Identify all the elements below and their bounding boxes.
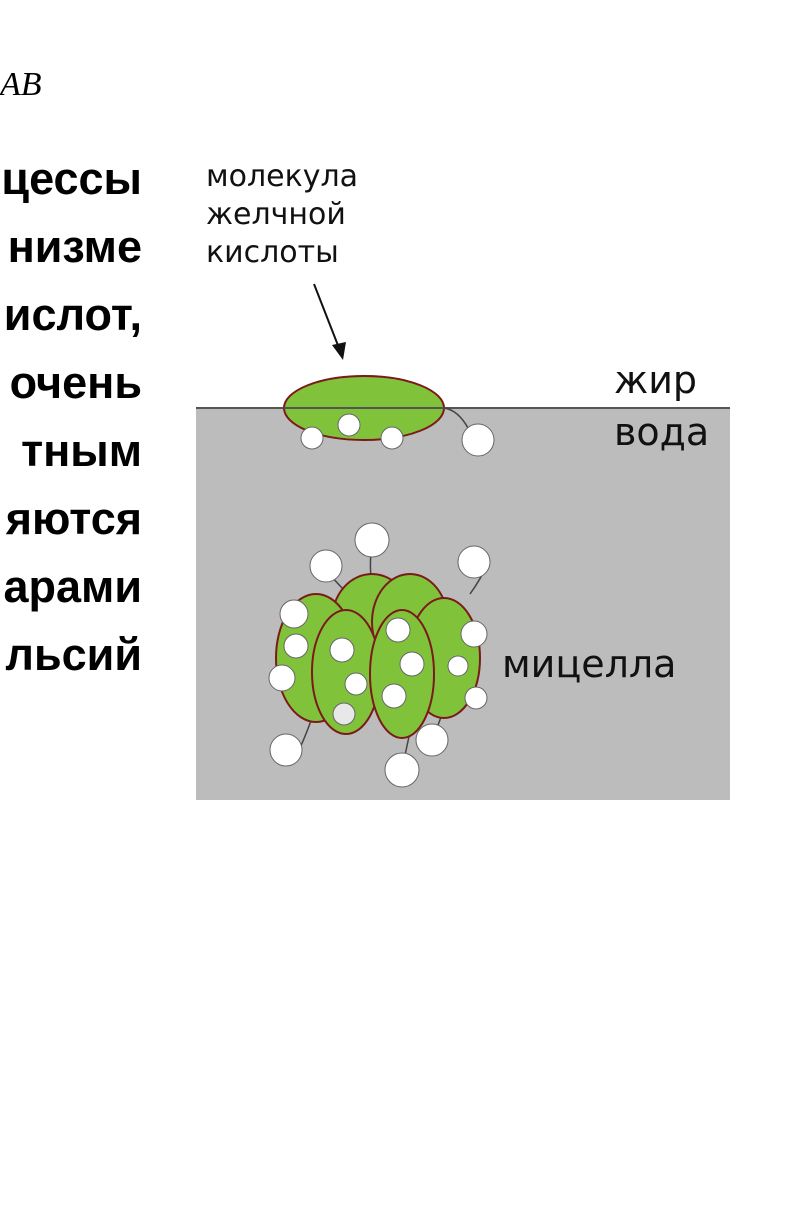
text-line: арами — [3, 561, 143, 612]
micelle-diagram-svg — [196, 152, 730, 800]
bile-acid-molecule — [283, 375, 495, 457]
label-line: кислоты — [206, 235, 339, 270]
fat-label: жир — [614, 358, 698, 402]
pointer-arrow-line — [313, 283, 340, 349]
text-line: низме — [7, 221, 142, 272]
text-line: тным — [21, 425, 142, 476]
micelle-label: мицелла — [502, 642, 677, 686]
micelle — [268, 522, 491, 788]
micelle-diagram: молекула желчной кислоты жир вода мицелл… — [196, 152, 730, 800]
text-line: яются — [5, 493, 142, 544]
text-line: ислот, — [3, 289, 142, 340]
label-line: желчной — [206, 197, 346, 232]
cropped-text-block: цессы низме ислот, очень тным яются арам… — [1, 145, 142, 689]
text-line: очень — [9, 357, 142, 408]
fat-layer — [196, 152, 730, 408]
bile-acid-molecule-label: молекула желчной кислоты — [206, 158, 358, 272]
label-line: молекула — [206, 159, 359, 194]
text-line: цессы — [1, 153, 142, 204]
pointer-arrow-head — [332, 342, 346, 360]
water-label: вода — [614, 410, 710, 454]
text-line: льсий — [5, 629, 142, 680]
header-fragment: AB — [0, 66, 42, 103]
